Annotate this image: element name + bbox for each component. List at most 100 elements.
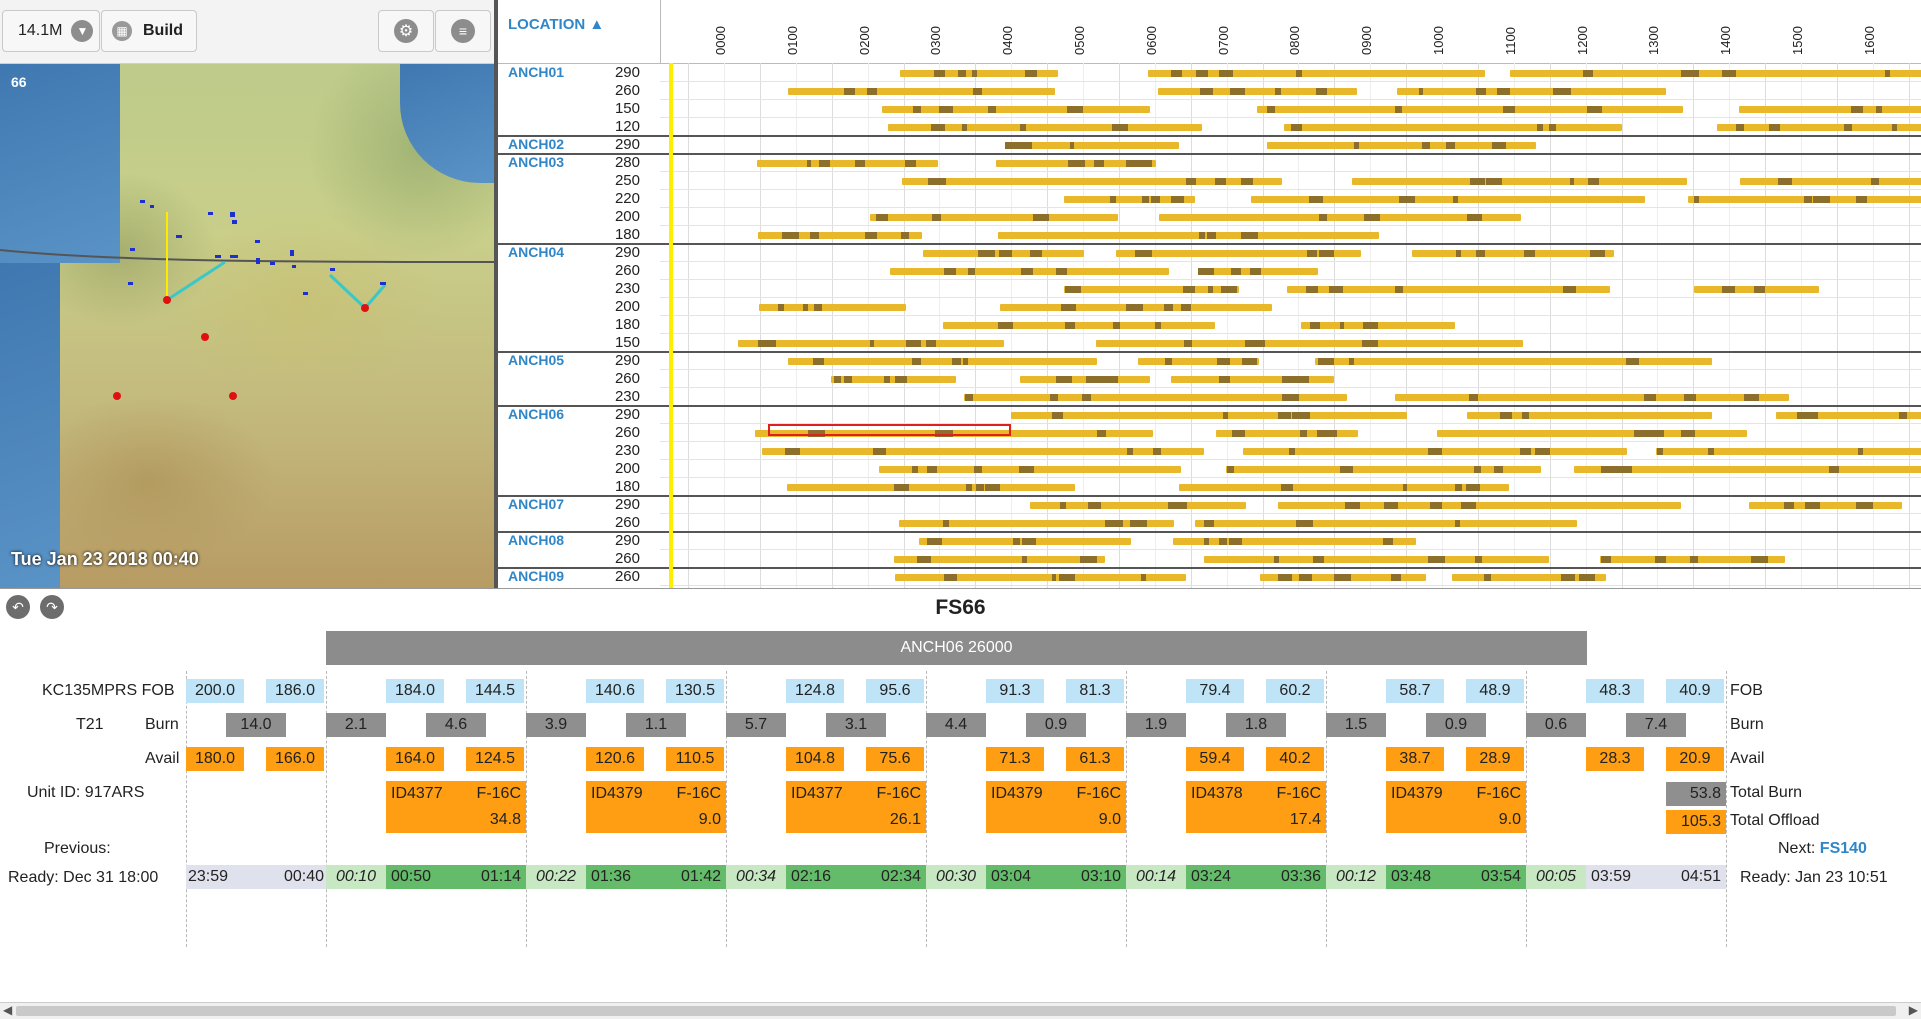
- schedule-bar[interactable]: [755, 430, 1153, 437]
- schedule-bar[interactable]: [1351, 178, 1688, 185]
- schedule-bar[interactable]: [1159, 214, 1521, 221]
- schedule-bar[interactable]: [1158, 88, 1357, 95]
- location-group-label[interactable]: ANCH02: [508, 136, 565, 152]
- schedule-bar[interactable]: [1687, 196, 1921, 203]
- schedule-bar[interactable]: [1257, 106, 1684, 113]
- schedule-bar[interactable]: [1173, 538, 1416, 545]
- schedule-bar[interactable]: [1138, 358, 1260, 365]
- schedule-bar[interactable]: [999, 304, 1272, 311]
- build-button[interactable]: ▦ Build: [101, 10, 197, 52]
- schedule-bar[interactable]: [1260, 574, 1426, 581]
- schedule-bar[interactable]: [894, 556, 1105, 563]
- menu-button[interactable]: ≡: [435, 10, 491, 52]
- location-group-label[interactable]: ANCH01: [508, 64, 565, 80]
- schedule-bar[interactable]: [1287, 286, 1611, 293]
- schedule-bar[interactable]: [787, 88, 1055, 95]
- schedule-bar[interactable]: [1300, 322, 1455, 329]
- schedule-bar[interactable]: [757, 160, 939, 167]
- schedule-bar[interactable]: [1029, 502, 1247, 509]
- schedule-bar[interactable]: [922, 250, 1084, 257]
- schedule-bar[interactable]: [1655, 448, 1921, 455]
- schedule-bar[interactable]: [1775, 412, 1921, 419]
- schedule-bar[interactable]: [894, 574, 1186, 581]
- schedule-bar[interactable]: [963, 394, 1347, 401]
- scroll-right-icon[interactable]: ▶: [1908, 1003, 1918, 1017]
- schedule-bar[interactable]: [1437, 430, 1748, 437]
- schedule-bar[interactable]: [1004, 142, 1179, 149]
- schedule-bar[interactable]: [1178, 484, 1509, 491]
- scroll-left-icon[interactable]: ◀: [3, 1003, 13, 1017]
- schedule-bar[interactable]: [1749, 502, 1902, 509]
- schedule-bar[interactable]: [1396, 88, 1666, 95]
- schedule-bar[interactable]: [786, 484, 1075, 491]
- location-group-label[interactable]: ANCH04: [508, 244, 565, 260]
- schedule-bar[interactable]: [918, 538, 1131, 545]
- schedule-bar[interactable]: [1509, 70, 1921, 77]
- schedule-bar[interactable]: [1694, 286, 1819, 293]
- schedule-bar[interactable]: [998, 232, 1379, 239]
- schedule-bar[interactable]: [889, 268, 1170, 275]
- schedule-bar[interactable]: [1204, 556, 1549, 563]
- schedule-bar[interactable]: [1278, 502, 1681, 509]
- schedule-bar[interactable]: [738, 340, 1005, 347]
- schedule-bar[interactable]: [1573, 466, 1921, 473]
- location-group-label[interactable]: ANCH09: [508, 568, 565, 584]
- schedule-bar[interactable]: [943, 322, 1216, 329]
- schedule-bar[interactable]: [1020, 376, 1150, 383]
- location-group-label[interactable]: ANCH08: [508, 532, 565, 548]
- schedule-bar[interactable]: [761, 448, 1204, 455]
- schedule-bar[interactable]: [902, 178, 1282, 185]
- location-group-label[interactable]: ANCH07: [508, 496, 565, 512]
- schedule-bar[interactable]: [787, 358, 1097, 365]
- schedule-bar[interactable]: [996, 160, 1157, 167]
- schedule-bar[interactable]: [1466, 412, 1712, 419]
- schedule-bar[interactable]: [758, 232, 923, 239]
- schedule-bar[interactable]: [1740, 178, 1921, 185]
- schedule-bar[interactable]: [1243, 448, 1628, 455]
- scroll-thumb[interactable]: [16, 1006, 1896, 1016]
- schedule-bar[interactable]: [1171, 376, 1335, 383]
- schedule-bar[interactable]: [1011, 412, 1408, 419]
- location-group-label[interactable]: ANCH03: [508, 154, 565, 170]
- schedule-bar[interactable]: [1314, 358, 1713, 365]
- location-group-label[interactable]: ANCH06: [508, 406, 565, 422]
- schedule-bar[interactable]: [1216, 430, 1359, 437]
- schedule-bar[interactable]: [878, 466, 1182, 473]
- schedule-bar[interactable]: [1251, 196, 1645, 203]
- schedule-bar[interactable]: [1116, 250, 1362, 257]
- schedule-bar[interactable]: [1063, 196, 1196, 203]
- schedule-bar[interactable]: [899, 70, 1058, 77]
- schedule-bar[interactable]: [1195, 520, 1577, 527]
- schedule-bar[interactable]: [1451, 574, 1606, 581]
- redo-icon[interactable]: ↷: [40, 595, 64, 619]
- schedule-bar[interactable]: [1600, 556, 1785, 563]
- schedule-bar[interactable]: [899, 520, 1175, 527]
- horizontal-scrollbar[interactable]: ◀ ▶: [0, 1002, 1921, 1019]
- schedule-bar[interactable]: [869, 214, 1119, 221]
- schedule-bar[interactable]: [1267, 142, 1537, 149]
- schedule-bar[interactable]: [887, 124, 1202, 131]
- memory-dropdown[interactable]: 14.1M ▼: [2, 10, 100, 52]
- schedule-bar[interactable]: [831, 376, 956, 383]
- undo-icon[interactable]: ↶: [6, 595, 30, 619]
- schedule-bar[interactable]: [1738, 106, 1921, 113]
- schedule-bar[interactable]: [881, 106, 1151, 113]
- schedule-bar[interactable]: [1395, 394, 1789, 401]
- selected-refuel-block[interactable]: [768, 424, 1011, 436]
- schedule-bar[interactable]: [1064, 286, 1240, 293]
- map-panel[interactable]: 14.1M ▼ ▦ Build ⚙ ≡ 66 Tue Jan 23 2018 0…: [0, 0, 494, 588]
- schedule-bar[interactable]: [759, 304, 907, 311]
- location-sort-header[interactable]: LOCATION ▲: [508, 16, 605, 33]
- schedule-bar[interactable]: [1148, 70, 1486, 77]
- schedule-bar[interactable]: [1412, 250, 1614, 257]
- schedule-bar[interactable]: [1284, 124, 1623, 131]
- schedule-bar[interactable]: [1197, 268, 1318, 275]
- next-flight-link[interactable]: FS140: [1819, 840, 1867, 857]
- settings-button[interactable]: ⚙: [378, 10, 434, 52]
